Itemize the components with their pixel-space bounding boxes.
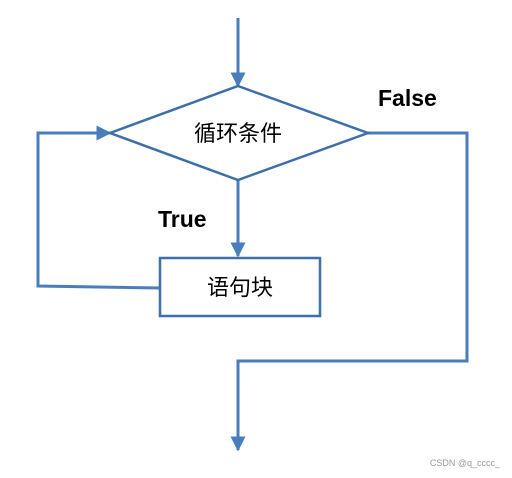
true-label: True: [158, 206, 207, 232]
false-label: False: [378, 85, 437, 111]
decision-diamond: [106, 84, 372, 182]
watermark: CSDN @q_cccc_: [429, 458, 500, 468]
process-label: 语句块: [207, 276, 273, 301]
decision-label: 循环条件: [194, 122, 282, 147]
loop-back-arrow: [36, 125, 161, 290]
false-branch-line: [230, 131, 469, 452]
process-box: [158, 256, 322, 318]
